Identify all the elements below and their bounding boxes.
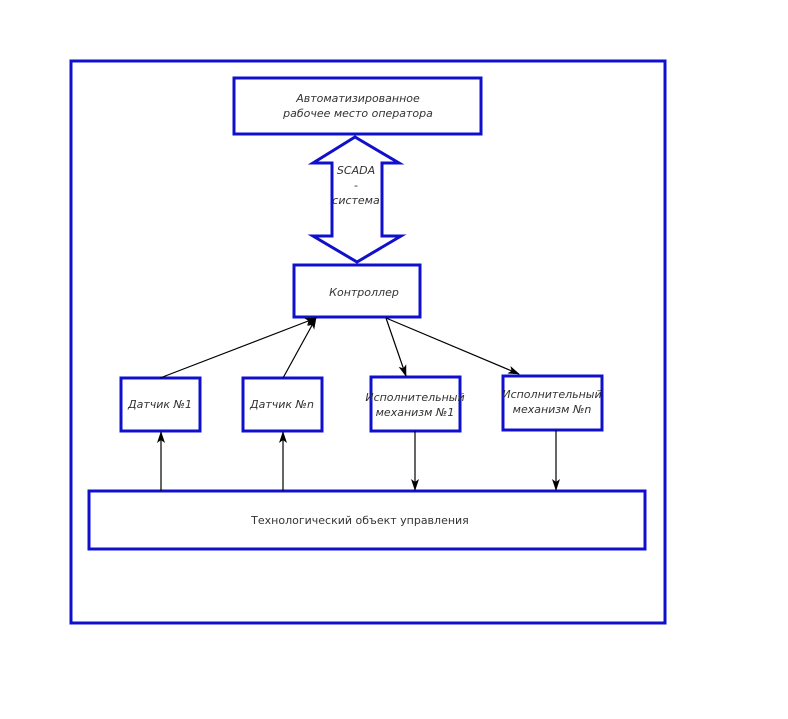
- controller-block: Контроллер: [292, 263, 422, 319]
- actuator-n-label-2: механизм №n: [513, 403, 592, 416]
- scada-label-2: -: [354, 179, 358, 192]
- operator-station-block: Автоматизированное рабочее место операто…: [232, 76, 483, 136]
- outer-frame: [69, 59, 667, 625]
- scada-label-1: SCADA: [337, 164, 375, 177]
- sensor-1-label: Датчик №1: [127, 398, 192, 411]
- sensor-1-block: Датчик №1: [119, 376, 202, 433]
- operator-station-label-1: Автоматизированное: [295, 92, 420, 105]
- sensor-n-block: Датчик №n: [241, 376, 324, 433]
- process-object-block: Технологический объект управления: [87, 489, 647, 551]
- controller-label: Контроллер: [329, 286, 399, 299]
- arrow-controller-to-actuator-1: [385, 317, 407, 377]
- actuator-1-label-2: механизм №1: [376, 406, 455, 419]
- actuator-1-label-1: Исполнительный: [365, 391, 464, 404]
- arrow-controller-to-actuator-n: [385, 317, 520, 375]
- operator-station-label-2: рабочее место оператора: [282, 107, 433, 120]
- arrow-sensor-1-to-controller: [159, 317, 317, 379]
- actuator-n-label-1: Исполнительный: [502, 388, 601, 401]
- actuator-1-block: Исполнительный механизм №1: [365, 375, 465, 433]
- arrow-sensor-n-to-controller: [282, 317, 317, 379]
- scada-label-3: система: [332, 194, 380, 207]
- process-object-label: Технологический объект управления: [250, 514, 469, 527]
- scada-double-arrow: SCADA - система: [307, 135, 407, 264]
- actuator-n-block: Исполнительный механизм №n: [501, 374, 604, 432]
- sensor-n-label: Датчик №n: [249, 398, 314, 411]
